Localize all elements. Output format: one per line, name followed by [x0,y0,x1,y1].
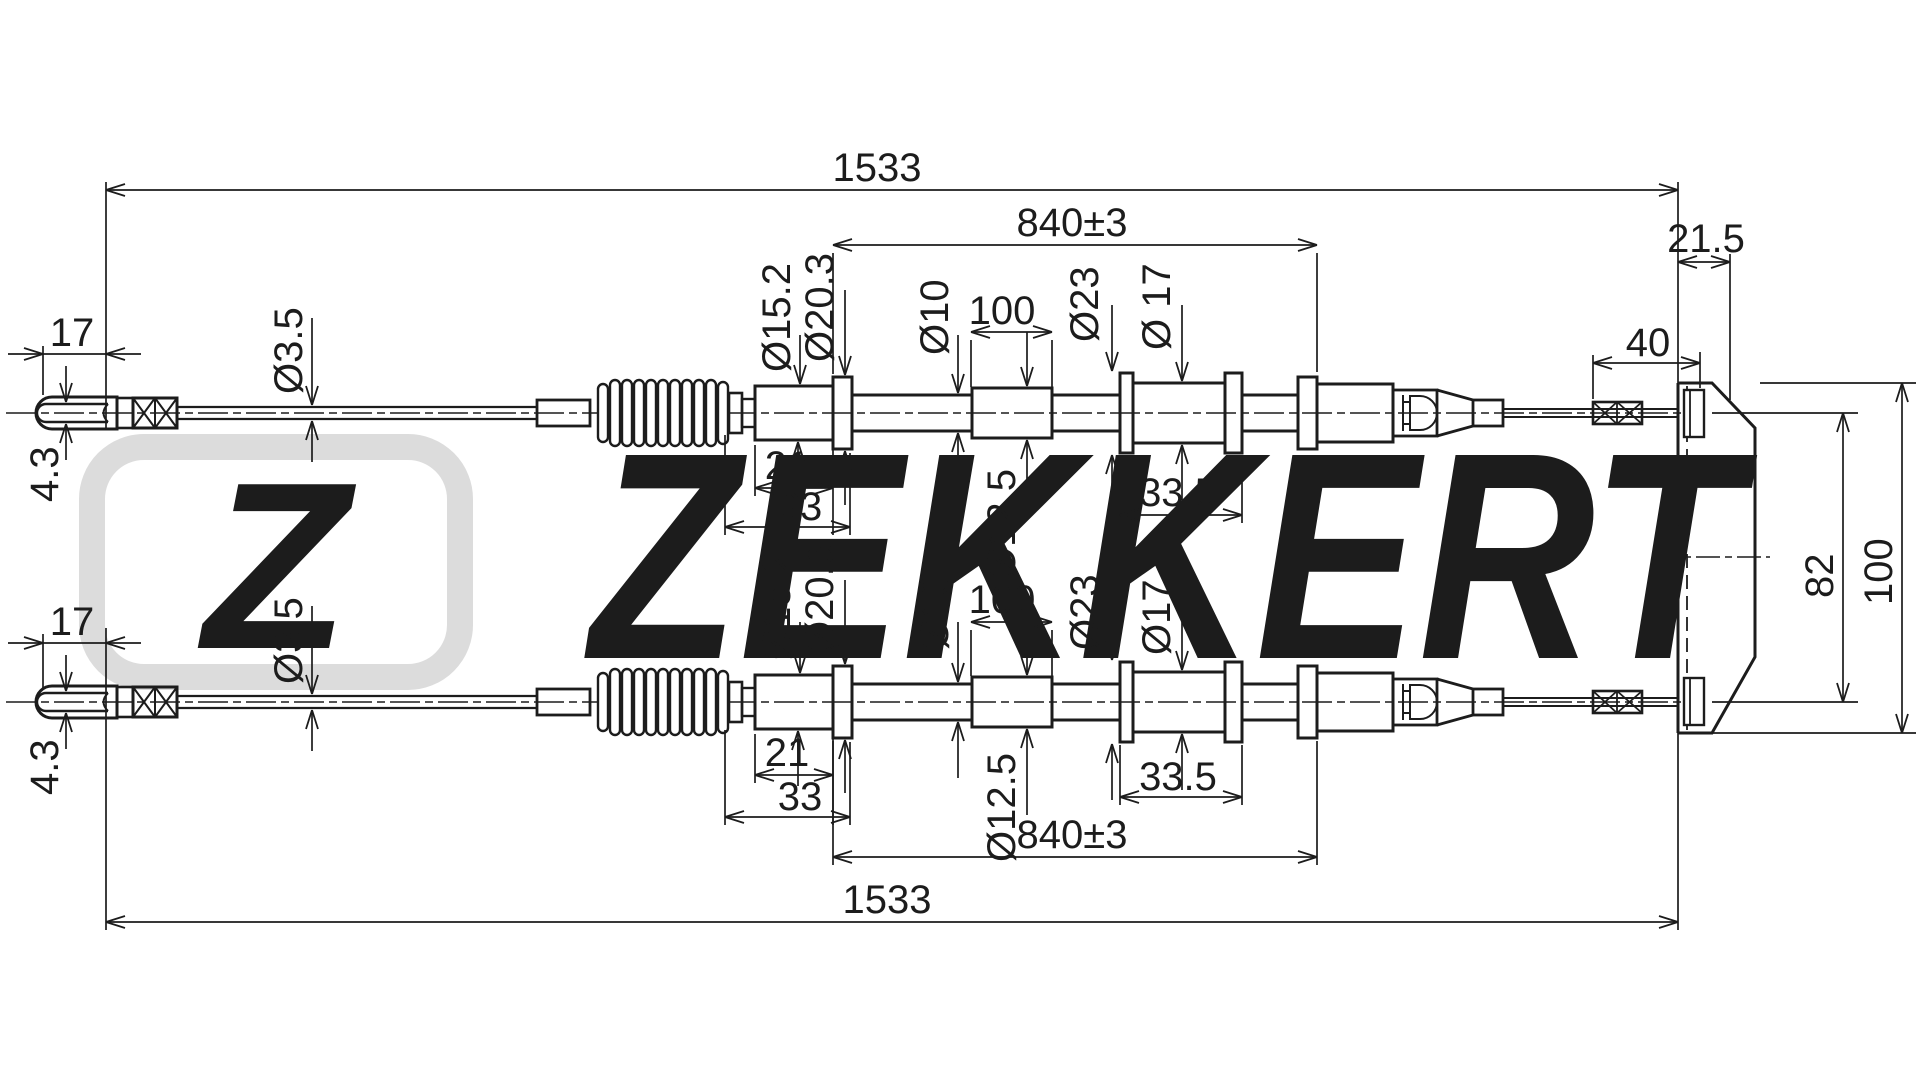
dim-adjuster-length-top: 100 [969,289,1036,333]
dim-rod-dia-top: Ø10 [913,279,957,355]
dim-crimp-length: 40 [1626,321,1671,365]
dim-eyelet-width-top: 17 [50,311,95,355]
dim-adjuster-dia-top: Ø12.5 [980,469,1024,578]
dim-total-height: 100 [1857,538,1901,605]
top-dimension-labels: 1533 840±3 21.5 40 17 4.3 Ø3.5 Ø15.2 Ø20… [23,146,1745,578]
dim-cable-dia-bottom: Ø3.5 [267,597,311,684]
dim-cylinder-length-top: 21 [765,444,810,488]
dim-end-length-bottom: 33 [778,775,823,819]
dim-end-length-top: 33 [778,485,823,529]
top-dimensions [8,182,1731,535]
bottom-dimensions [8,580,1679,930]
bracket-dimension-labels: 82 100 [1798,538,1901,605]
dim-flange-dia-top: Ø20.3 [798,253,842,362]
dim-bracket-offset: 21.5 [1667,217,1745,261]
dim-overall-bottom: 1533 [843,878,932,922]
watermark-logo-frame [79,434,473,690]
watermark: Z ZEKKERT [79,391,1759,721]
dim-cylinder-length-bottom: 21 [765,731,810,775]
watermark-logo-letter: Z [197,434,356,699]
dim-barrel-length-top: 33.5 [1139,471,1217,515]
bracket-dimensions [1712,382,1916,734]
dim-adjuster-length-bottom: 100 [969,578,1036,622]
dim-barrel-length-bottom: 33.5 [1139,755,1217,799]
dim-flange-dia-bottom: Ø20.3 [798,543,842,652]
bottom-dimension-labels: 1533 840±3 17 4.3 Ø3.5 Ø15.2 Ø20.3 Ø10 1… [23,543,1217,922]
dim-section-top: 840±3 [1017,201,1128,245]
dim-slot-height-bottom: 4.3 [23,739,67,795]
dim-cylinder-dia-bottom: Ø15.2 [755,551,799,660]
dim-adjuster-dia-bottom: Ø12.5 [980,753,1024,862]
dim-flange2-dia-top: Ø23 [1063,266,1107,342]
dim-barrel-dia-bottom: Ø17 [1135,579,1179,655]
dim-centers-spacing: 82 [1798,554,1842,599]
dim-flange2-dia-bottom: Ø23 [1063,574,1107,650]
dim-section-bottom: 840±3 [1017,813,1128,857]
dim-barrel-dia-top: Ø 17 [1135,263,1179,350]
watermark-brand-text: ZEKKERT [582,391,1758,721]
bracket-clip-bottom [1682,676,1706,727]
dim-rod-dia-bottom: Ø10 [913,574,957,650]
mounting-bracket [1655,381,1770,735]
dim-cable-dia-top: Ø3.5 [267,307,311,394]
dim-overall-top: 1533 [833,146,922,190]
bracket-tab [1664,524,1680,593]
dim-eyelet-width-bottom: 17 [50,600,95,644]
dim-slot-height-top: 4.3 [23,446,67,502]
dim-cylinder-dia-top: Ø15.2 [755,263,799,372]
bracket-clip-top [1682,388,1706,439]
